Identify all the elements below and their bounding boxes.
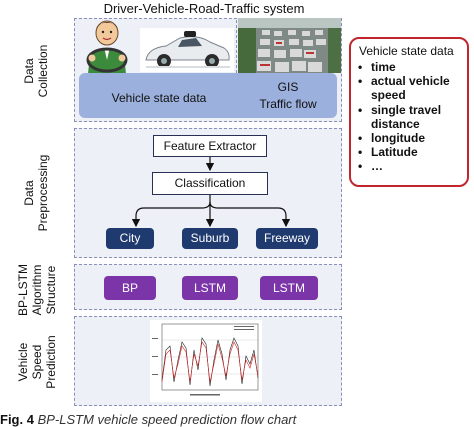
collection-label: Data Collection [22, 44, 50, 98]
caption-text: BP-LSTM vehicle speed prediction flow ch… [37, 412, 297, 427]
prediction-label: Vehicle Speed Prediction [16, 335, 58, 389]
legend-item: longitude [357, 131, 467, 145]
vehicle-state-legend: Vehicle state data time actual vehicle s… [349, 37, 469, 187]
legend-item: Latitude [357, 145, 467, 159]
classification-node: Classification [152, 172, 268, 195]
preprocessing-label: Data Preprocessing [22, 154, 50, 232]
diagram-title: Driver-Vehicle-Road-Traffic system [103, 1, 305, 16]
legend-title: Vehicle state data [359, 44, 454, 58]
legend-item: … [357, 159, 467, 173]
figure-caption: Fig. 4 BP-LSTM vehicle speed prediction … [0, 412, 296, 427]
legend-list: time actual vehicle speed single travel … [357, 60, 467, 174]
legend-item: actual vehicle speed [357, 74, 467, 102]
driver-illustration [78, 16, 136, 74]
legend-item: time [357, 60, 467, 74]
class-suburb: Suburb [182, 228, 238, 249]
speed-plot-thumbnail [150, 320, 262, 402]
traffic-flow-label: Traffic flow [259, 97, 317, 111]
gis-label: GIS [277, 80, 299, 94]
feature-extractor-node: Feature Extractor [153, 135, 267, 157]
class-city: City [106, 228, 154, 249]
caption-label: Fig. 4 [0, 412, 34, 427]
traffic-photo [238, 18, 341, 73]
lstm-block-1: LSTM [182, 276, 238, 300]
preprocessing-arrows [131, 157, 291, 228]
car-photo [140, 28, 234, 72]
bp-block: BP [104, 276, 156, 300]
class-freeway: Freeway [256, 228, 318, 249]
vehicle-state-data-label: Vehicle state data [111, 91, 207, 105]
collection-strip [79, 73, 337, 118]
lstm-block-2: LSTM [260, 276, 318, 300]
collection-divider [236, 20, 237, 118]
legend-item: single travel distance [357, 103, 467, 131]
